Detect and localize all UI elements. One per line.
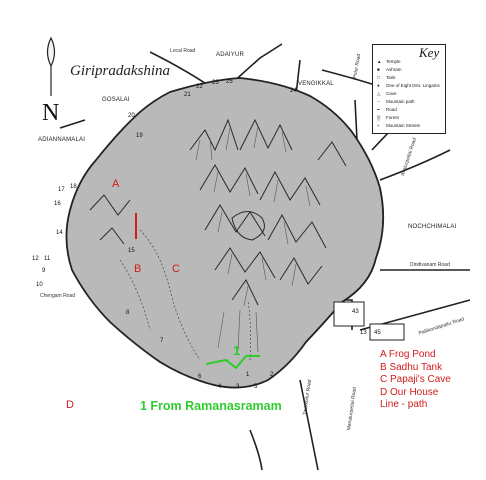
site-number: 45 [374, 330, 381, 336]
compass-icon [46, 36, 56, 96]
site-number: 16 [54, 201, 61, 207]
mountain-ridges [89, 118, 347, 306]
site-number: 17 [58, 187, 65, 193]
site-number: 10 [36, 282, 43, 288]
ridge-shading [195, 125, 311, 353]
marker-d: D [66, 399, 74, 411]
place-adiannamalai: ADIANNAMALAI [38, 137, 86, 143]
site-number: 24 [290, 88, 297, 94]
site-number: 19 [136, 133, 143, 139]
legend-a: A Frog Pond [380, 349, 436, 360]
legend: A Frog Pond B Sadhu Tank C Papaji's Cave… [380, 349, 451, 412]
site-number: 23 [212, 80, 219, 86]
site-number: 5 [254, 384, 258, 390]
site-number: 14 [56, 230, 63, 236]
site-number: 43 [352, 309, 359, 315]
place-nochchimalai: NOCHCHIMALAI [408, 224, 457, 230]
legend-line: Line - path [380, 399, 428, 411]
legend-d: D Our House [380, 386, 439, 398]
key-item: ≈Mountain Streets [377, 123, 421, 128]
map-title: Giripradakshina [70, 63, 171, 79]
site-number: 2 [270, 372, 274, 378]
place-adaiyur: ADAIYUR [216, 52, 245, 58]
interior-paths [119, 229, 251, 361]
road-local: Local Road [170, 48, 196, 54]
marker-c: C [172, 263, 180, 275]
site-number: 12 [32, 256, 39, 262]
place-vengikkal: VENGIKKAL [298, 81, 334, 87]
marker-1: 1 [233, 343, 241, 358]
site-number: 25 [226, 79, 233, 85]
key-title: Key [419, 45, 440, 60]
site-number: 22 [196, 84, 203, 90]
key-item: △Cave [377, 91, 397, 96]
key-item: ━Road [377, 107, 397, 112]
key-item: ■Ashram [377, 67, 402, 72]
key-item: ▒Forest [377, 115, 399, 120]
site-number: 1 [246, 372, 250, 378]
site-number: 20 [128, 113, 135, 119]
site-number: 3 [236, 384, 240, 390]
site-number: 6 [198, 374, 202, 380]
key-item: ▲Temple [377, 59, 401, 64]
town-blocks [333, 301, 405, 341]
marker-b: B [134, 263, 142, 275]
place-gosalai: GOSALAI [102, 97, 130, 103]
north-letter: N [42, 100, 60, 126]
site-number: 21 [184, 92, 191, 98]
map-key: Key ▲Temple ■Ashram □Tank ●One of Eight … [372, 44, 446, 134]
road-dindivanam: Dindivanam Road [410, 262, 450, 268]
site-number: 7 [160, 338, 164, 344]
site-number: 11 [44, 256, 51, 262]
site-number: 18 [70, 184, 77, 190]
green-path [205, 355, 260, 370]
site-number: 15 [128, 248, 135, 254]
site-number: 13 [360, 330, 367, 336]
marker-a: A [112, 178, 120, 190]
key-item: ┄Mountain path [377, 99, 415, 104]
hill-forest-area [65, 77, 385, 389]
legend-c: C Papaji's Cave [380, 374, 451, 386]
caption: 1 From Ramanasramam [140, 399, 282, 413]
road-chengam: Chengam Road [40, 293, 76, 299]
site-number: 8 [126, 310, 130, 316]
site-number: 4 [218, 384, 222, 390]
legend-b: B Sadhu Tank [380, 361, 443, 373]
site-number: 9 [42, 268, 46, 274]
key-item: □Tank [377, 75, 396, 80]
key-item: ●One of Eight Dirs. Lingams [377, 83, 440, 88]
